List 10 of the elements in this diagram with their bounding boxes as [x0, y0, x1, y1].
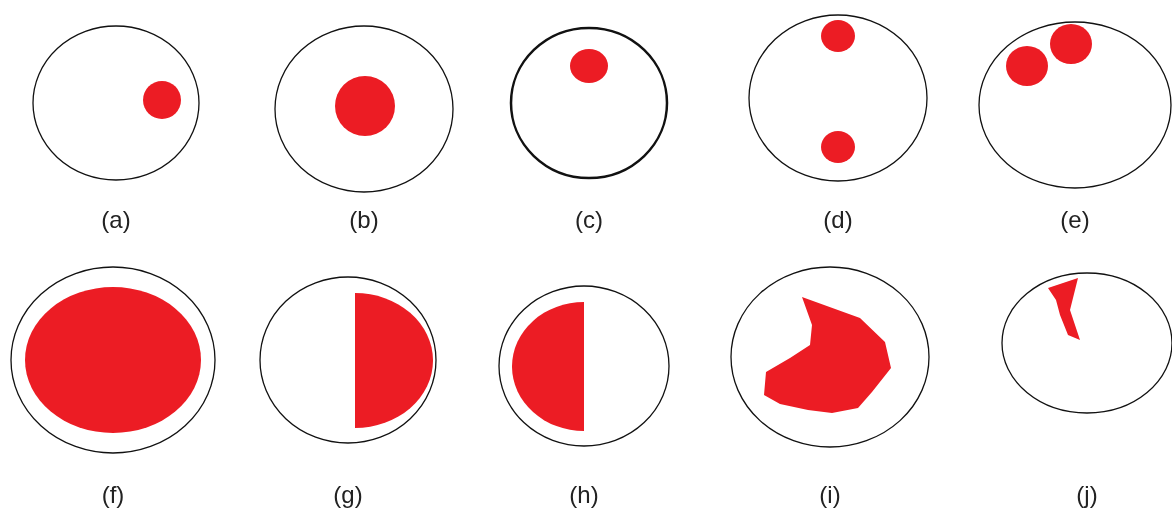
panel-label: (a): [101, 206, 131, 234]
panel-label: (b): [349, 206, 379, 234]
panel-label: (j): [1076, 481, 1098, 509]
panel-label: (g): [333, 481, 363, 509]
panel-label: (d): [823, 206, 853, 234]
panel-label: (e): [1060, 206, 1090, 234]
panel-label: (i): [819, 481, 841, 509]
panel-label: (h): [569, 481, 599, 509]
panel-label: (f): [101, 481, 125, 509]
panel-label: (c): [575, 206, 603, 234]
